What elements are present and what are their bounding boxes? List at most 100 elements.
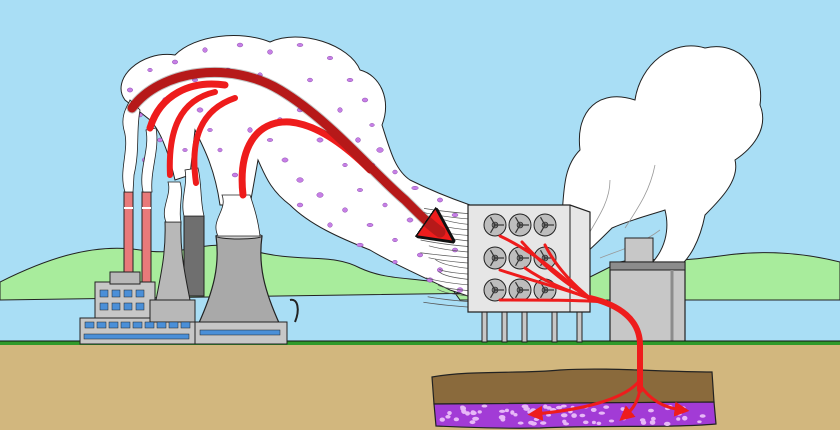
storage-particle [469, 420, 476, 425]
window [156, 321, 167, 329]
storage-particle [540, 421, 547, 425]
co2-particle [296, 43, 304, 47]
storage-particle [481, 404, 488, 408]
co2-particle [327, 55, 333, 61]
arrow-stack-4 [191, 95, 238, 186]
co2-particle [296, 202, 304, 208]
storage-particle [682, 415, 688, 421]
storage-particle [591, 420, 596, 425]
storage-particle [598, 411, 606, 415]
storage-particle [699, 414, 706, 418]
window [168, 321, 179, 329]
window [99, 289, 109, 298]
storage-particle [498, 409, 506, 413]
storage-particle [560, 413, 568, 418]
co2-particle [437, 197, 443, 203]
co2-particle [357, 188, 363, 192]
power-plant-icon [79, 191, 299, 345]
storage-particle [472, 416, 480, 421]
co2-particle [247, 127, 253, 133]
fan-icon [483, 246, 507, 270]
arrow-stack-3 [166, 89, 218, 178]
arrow-down-well [587, 295, 643, 393]
soil-layer [431, 368, 715, 405]
window [96, 321, 107, 329]
storage-particle [650, 416, 656, 421]
co2-particle [172, 59, 178, 65]
storage-particle [465, 411, 470, 416]
storage-dots [439, 404, 706, 427]
window [84, 321, 95, 329]
co2-particle [182, 148, 188, 152]
storage-particle [470, 410, 476, 414]
co2-particle [369, 123, 375, 127]
storage-particle [530, 421, 537, 426]
window [180, 321, 191, 329]
co2-particle [157, 137, 163, 143]
co2-particle [316, 192, 324, 198]
window [144, 321, 155, 329]
storage-particle [439, 417, 445, 422]
storage-particle [513, 413, 518, 417]
storage-particle [608, 419, 615, 423]
window [123, 289, 133, 298]
fan-icon [533, 213, 557, 237]
co2-particle [366, 223, 374, 227]
arrow-main [127, 68, 440, 232]
co2-particle [307, 77, 313, 83]
co2-particle [356, 242, 364, 248]
window [135, 289, 145, 298]
co2-particle [452, 247, 458, 253]
co2-particle [202, 47, 208, 53]
co2-particle [231, 172, 239, 178]
stack-smoke [122, 99, 261, 237]
co2-particle [281, 157, 289, 163]
storage-particle [447, 410, 452, 416]
co2-flow-arrow-icon [126, 67, 440, 232]
underground-storage-icon [431, 368, 717, 429]
co2-particle [361, 97, 369, 103]
co2-particle [296, 177, 304, 183]
window-strip [199, 329, 281, 336]
storage-particle [510, 410, 515, 415]
plant-windows [83, 289, 281, 340]
co2-particle [342, 162, 348, 168]
storage-particle [663, 421, 671, 427]
co2-particle [355, 137, 361, 143]
storage-particle [622, 417, 627, 421]
storage-particle [697, 420, 702, 424]
fan-icon [508, 246, 532, 270]
storage-particle [533, 417, 540, 421]
window [135, 302, 145, 311]
storage-particle [453, 417, 460, 422]
co2-particle [266, 138, 274, 142]
storage-particle [527, 410, 533, 415]
storage-particle [676, 411, 682, 416]
co2-particle [327, 222, 333, 228]
fan-array [483, 213, 557, 302]
storage-particle [555, 405, 563, 410]
processing-building-icon [609, 237, 686, 345]
storage-particle [517, 421, 524, 425]
co2-particle [406, 217, 414, 223]
co2-particle [376, 147, 384, 153]
arrow-stack-5 [238, 118, 374, 199]
capture-to-storage-arrows [498, 234, 690, 421]
co2-particle [392, 260, 398, 264]
fan-icon [508, 278, 532, 302]
storage-particle [546, 406, 552, 410]
window [132, 321, 143, 329]
co2-particle [392, 169, 398, 175]
storage-particle [640, 420, 647, 425]
arrow-stack-2 [146, 80, 229, 132]
direct-air-capture-unit-icon [467, 204, 591, 343]
storage-particle [649, 420, 656, 425]
fan-icon [508, 213, 532, 237]
co2-particle [337, 107, 343, 113]
co2-particle [147, 67, 153, 73]
window [120, 321, 131, 329]
co2-particle [411, 186, 419, 190]
co2-particle [127, 87, 133, 93]
co2-particle [267, 49, 273, 55]
co2-particle [417, 252, 423, 258]
